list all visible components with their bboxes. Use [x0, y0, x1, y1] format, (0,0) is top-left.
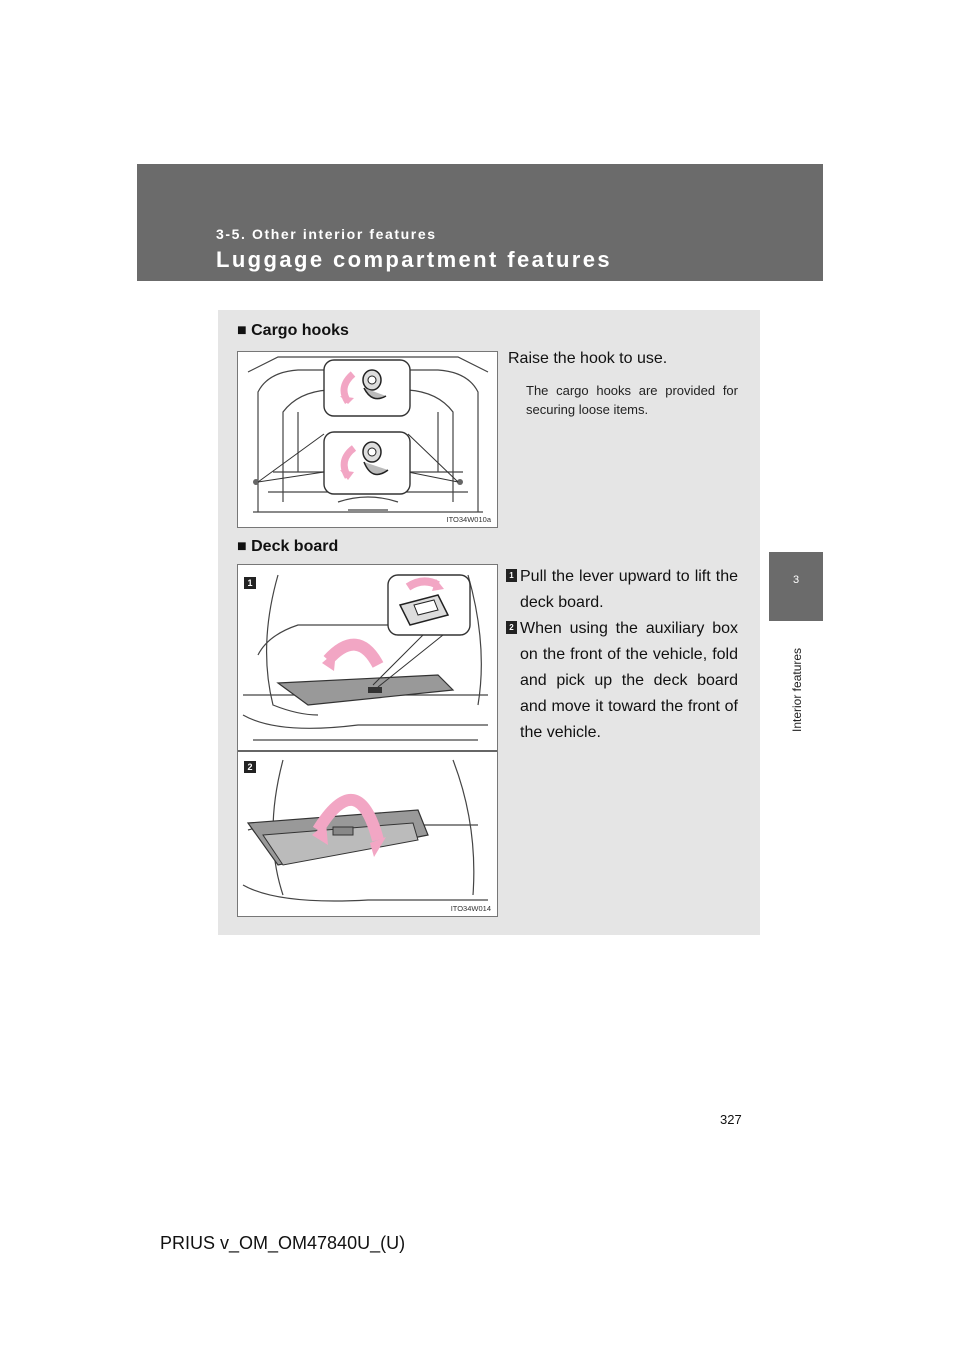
- cargo-hook-diagram: [247, 356, 489, 513]
- cargo-hooks-note: The cargo hooks are provided for securin…: [526, 383, 738, 417]
- page-title: Luggage compartment features: [216, 247, 613, 272]
- step-2-badge: 2: [506, 621, 517, 634]
- cargo-hooks-instruction: Raise the hook to use.: [508, 350, 668, 367]
- deck-board-step-2: 2 When using the auxiliary box on the fr…: [506, 616, 738, 746]
- chapter-tab: [769, 552, 823, 621]
- deck-board-heading: ■ Deck board: [237, 538, 339, 555]
- deck-board-illustration: 1 2 ITO34W: [237, 564, 498, 917]
- figure-step-2-badge: 2: [244, 761, 256, 773]
- cargo-hooks-illustration: ITO34W010a: [237, 351, 498, 528]
- deck-board-step-1: 1 Pull the lever upward to lift the deck…: [506, 564, 738, 616]
- document-id: PRIUS v_OM_OM47840U_(U): [160, 1233, 406, 1253]
- cargo-hooks-heading: ■ Cargo hooks: [237, 322, 349, 339]
- header-band: [137, 164, 823, 281]
- step-1-text: Pull the lever upward to lift the deck b…: [520, 568, 738, 611]
- section-label: 3-5. Other interior features: [216, 226, 437, 242]
- figure-code: ITO34W010a: [446, 515, 491, 524]
- chapter-number: 3: [792, 574, 800, 586]
- step-2-text: When using the auxiliary box on the fron…: [520, 620, 738, 741]
- page-number: 327: [720, 1112, 742, 1127]
- figure-code: ITO34W014: [450, 904, 491, 913]
- figure-step-1-badge: 1: [244, 577, 256, 589]
- step-1-badge: 1: [506, 569, 517, 582]
- chapter-name: Interior features: [790, 647, 804, 732]
- deck-board-diagram: [238, 574, 497, 902]
